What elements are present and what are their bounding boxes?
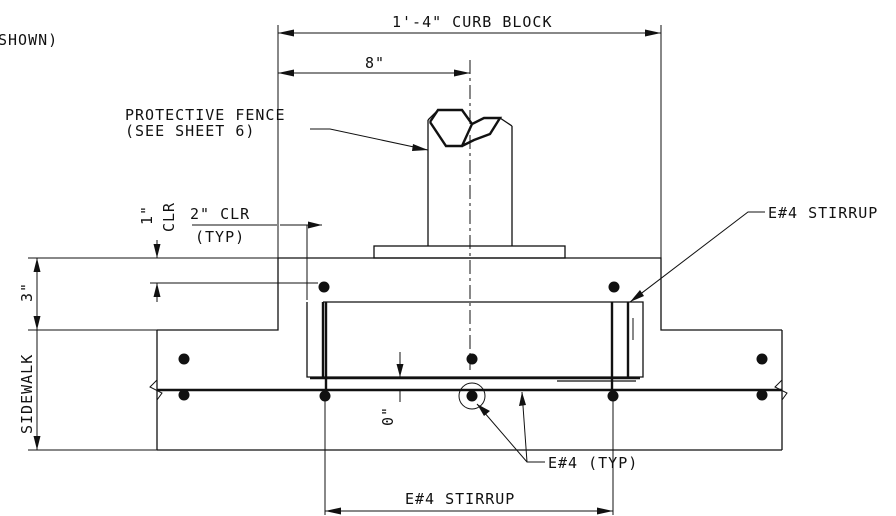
rebar-dots: [178, 281, 768, 410]
dim-eight-inch: [278, 69, 470, 77]
stirrup-cage: [306, 301, 644, 392]
dim-sidewalk: [28, 330, 157, 451]
zero-inch-label: 0": [379, 406, 397, 426]
dim-stirrup-bottom: [324, 400, 614, 515]
stirrup-bottom-label: E#4 STIRRUP: [405, 490, 515, 508]
concrete-outline: [149, 257, 788, 451]
sidewalk-label: SIDEWALK: [18, 354, 36, 434]
curb-block-label: 1'-4" CURB BLOCK: [392, 13, 553, 31]
eight-inch-label: 8": [365, 54, 385, 72]
fence-label-line2: (SEE SHEET 6): [125, 122, 255, 140]
three-inch-label: 3": [18, 282, 36, 302]
one-inch-label: 1": [138, 205, 156, 225]
leader-fence: [310, 128, 429, 151]
leader-bar-typ: [476, 391, 545, 463]
shown-note: SHOWN): [0, 31, 58, 49]
leader-stirrup-top: [629, 211, 765, 303]
dim-two-inch-clr: [192, 221, 322, 300]
dim-curb-block: [277, 25, 662, 258]
bar-typ-label: E#4 (TYP): [548, 454, 638, 472]
dim-zero-inch: [396, 352, 404, 402]
two-inch-clr-label: 2" CLR: [190, 205, 250, 223]
fence-post: [427, 108, 513, 246]
dim-one-inch-clr: [150, 240, 318, 302]
typ-label: (TYP): [195, 228, 245, 246]
dim-three-inch: [28, 257, 278, 331]
clr-vertical-label: CLR: [160, 202, 178, 232]
stirrup-top-label: E#4 STIRRUP: [768, 204, 878, 222]
fence-label-line1: PROTECTIVE FENCE: [125, 106, 286, 124]
